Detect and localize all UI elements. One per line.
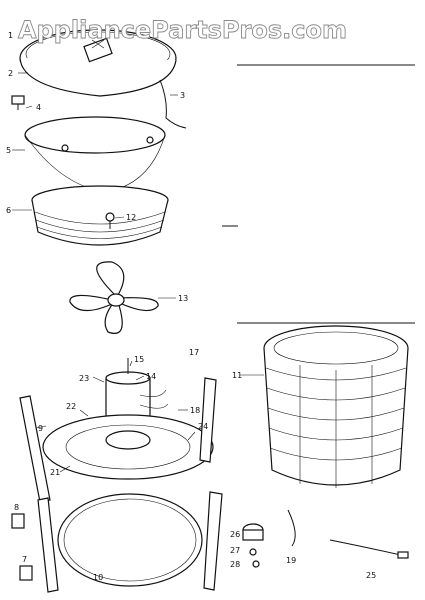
callout-26: 26 [230,530,240,539]
callout-17: 17 [189,348,199,357]
cord-19 [287,509,296,547]
cord-25 [329,539,406,557]
callout-22: 22 [66,402,76,411]
callout-7: 7 [22,555,27,564]
callout-28: 28 [230,560,240,569]
callout-8: 8 [14,503,19,512]
callout-labels: 1 2 3 4 5 6 7 8 9 10 11 12 13 14 15 17 1… [6,31,376,582]
fan-blade [69,261,159,334]
callout-21: 21 [50,468,60,477]
callout-25: 25 [366,571,376,580]
callout-19: 19 [286,556,296,565]
callout-23: 23 [79,374,89,383]
callout-1: 1 [8,31,13,40]
callout-11: 11 [232,371,242,380]
clip-7 [19,565,33,581]
callout-6: 6 [6,206,11,215]
grille-cage [263,325,409,488]
callout-27: 27 [230,546,240,555]
callout-14: 14 [146,372,156,381]
screw-12 [105,212,115,229]
callout-13: 13 [178,294,188,303]
callout-10: 10 [93,573,103,582]
callout-12: 12 [126,213,136,222]
top-cover [19,29,177,97]
leg-brackets [19,377,223,593]
plug [397,551,409,559]
switch-clip [11,95,25,110]
callout-2: 2 [8,69,13,78]
callout-24: 24 [198,422,208,431]
callout-5: 5 [6,146,11,155]
callout-15: 15 [134,355,144,364]
leader-lines [12,72,264,473]
power-cord [159,79,187,129]
motor [105,358,169,417]
callout-18: 18 [190,406,200,415]
fan-housing [31,185,169,246]
callout-9: 9 [38,424,43,433]
clip-8 [11,513,25,529]
motor-base-plate [42,414,214,480]
callout-4: 4 [36,103,41,112]
control-knob [242,523,264,568]
watermark: AppliancePartsPros.com [18,16,347,44]
inner-shell [24,116,166,193]
callout-3: 3 [180,91,185,100]
ring-gasket [57,493,203,587]
